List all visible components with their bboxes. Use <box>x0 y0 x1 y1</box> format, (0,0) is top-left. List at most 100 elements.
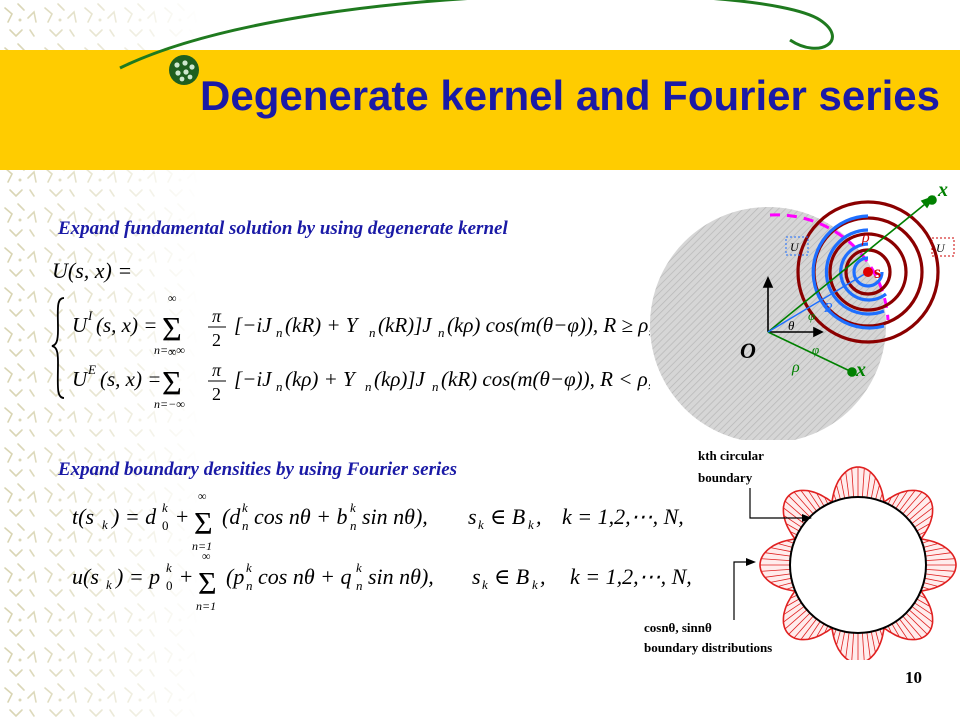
petal-hatch-line <box>783 606 805 623</box>
u-interior-eq: U I (s, x) = ∞ Σ n=−∞ π 2 [−iJ n (kR) + … <box>72 291 650 357</box>
slide-title: Degenerate kernel and Fourier series <box>200 72 940 119</box>
svg-text:n: n <box>350 518 357 533</box>
petal-hatch-line <box>816 623 825 638</box>
svg-text:E: E <box>87 362 96 377</box>
petal-hatch-line <box>783 507 805 524</box>
petal-hatch-line <box>914 602 933 615</box>
svg-text:U: U <box>72 367 89 391</box>
petal-hatch-line <box>895 621 908 640</box>
petal-hatch-line <box>923 582 939 587</box>
petal-hatch-line <box>788 495 811 518</box>
heading-degenerate-kernel: Expand fundamental solution by using deg… <box>58 218 508 239</box>
petal-hatch-line <box>786 586 794 590</box>
green-lines <box>767 195 937 377</box>
svg-text:(s, x) =: (s, x) = <box>100 367 161 391</box>
title-swoosh <box>119 0 834 85</box>
svg-text:n: n <box>438 325 445 340</box>
svg-text:k: k <box>478 517 484 532</box>
petal-hatch-line <box>800 618 817 640</box>
petal-hatch-line <box>875 630 880 646</box>
svg-text:k: k <box>482 577 488 592</box>
label-distributions-2: boundary distributions <box>644 640 772 655</box>
blue-rings <box>811 214 887 330</box>
label-u-left: U <box>790 240 800 254</box>
label-x-top: x <box>937 179 948 201</box>
petal-hatch-line <box>785 598 800 607</box>
svg-text:[−iJ: [−iJ <box>234 367 273 391</box>
svg-text:k = 1,2,⋯, N,: k = 1,2,⋯, N, <box>570 564 692 589</box>
svg-text:2: 2 <box>212 384 221 404</box>
svg-text:s: s <box>468 504 477 529</box>
u-series-eq: u(s k ) = p k 0 + ∞ Σ n=1 (p k n cos nθ … <box>72 549 692 613</box>
petal-hatch-line <box>808 490 821 509</box>
petal-hatch-line <box>785 523 800 532</box>
petal-hatch-line <box>902 615 923 639</box>
petal-hatch-line <box>789 594 798 599</box>
petal-hatch-line <box>788 612 811 635</box>
petal-hatch-line <box>891 623 900 638</box>
petal-hatch-line <box>836 630 841 646</box>
petal-hatch-line <box>925 552 952 557</box>
label-phi-bottom: φ <box>812 342 819 357</box>
svg-text:Σ: Σ <box>198 565 217 601</box>
petal-hatch-line <box>833 629 837 637</box>
t-series-eq: t(s k ) = d k 0 + ∞ Σ n=1 (d k n cos nθ … <box>72 489 684 553</box>
petal-hatch-line <box>916 598 931 607</box>
svg-text:∞: ∞ <box>168 291 177 305</box>
svg-text:∞: ∞ <box>168 345 177 359</box>
svg-text:n=−∞: n=−∞ <box>154 343 185 357</box>
svg-text:2: 2 <box>212 330 221 350</box>
petal-hatch-line <box>845 471 850 498</box>
svg-text:(kρ) + Y: (kρ) + Y <box>285 367 357 391</box>
svg-text:∞: ∞ <box>202 549 211 563</box>
petal-hatch-line <box>875 484 880 500</box>
petal-hatch-line <box>862 632 865 660</box>
petal-hatch-line <box>789 531 798 536</box>
label-phi-top: φ <box>808 308 815 323</box>
svg-text:k: k <box>528 517 534 532</box>
petal-hatch-line <box>923 543 939 548</box>
svg-text:(kρ)]J: (kρ)]J <box>374 367 427 391</box>
label-O: O <box>740 338 756 363</box>
svg-text:n=1: n=1 <box>192 539 212 553</box>
petal-hatch-line <box>895 490 908 509</box>
petal-hatch-line <box>908 609 932 630</box>
svg-text:+: + <box>180 564 192 589</box>
svg-text:Σ: Σ <box>194 505 213 541</box>
svg-text:n: n <box>369 325 376 340</box>
svg-text:n=1: n=1 <box>196 599 216 613</box>
petal-hatch-line <box>870 477 876 499</box>
svg-text:(p: (p <box>226 564 244 589</box>
svg-text:n: n <box>432 379 439 394</box>
petal-hatch-line <box>761 569 791 572</box>
petal-hatch-line <box>922 540 930 544</box>
petal-hatch-line <box>840 631 846 653</box>
petal-hatch-line <box>777 543 793 548</box>
label-kth-boundary-2: boundary <box>698 470 753 485</box>
petal-hatch-line <box>770 577 792 583</box>
svg-text:u(s: u(s <box>72 564 99 589</box>
svg-text:sin nθ),: sin nθ), <box>362 504 428 529</box>
fourier-equations: t(s k ) = d k 0 + ∞ Σ n=1 (d k n cos nθ … <box>72 489 692 613</box>
petal-hatch-line <box>824 496 829 505</box>
kernel-equations: U (s, x) = U I (s, x) = ∞ Σ n=−∞ π 2 [−iJ… <box>51 258 650 411</box>
petal-hatch-line <box>816 492 825 507</box>
petal-hatch-line <box>808 621 821 640</box>
petal-hatch-line <box>925 573 952 578</box>
petal-hatch-line <box>905 612 928 635</box>
svg-text:cos nθ + b: cos nθ + b <box>254 504 347 529</box>
petal-hatch-line <box>786 540 794 544</box>
petal-hatch-line <box>761 558 791 561</box>
petal-hatch-line <box>833 493 837 501</box>
petal-hatch-line <box>862 468 865 498</box>
svg-text:0: 0 <box>166 578 173 593</box>
petal-hatch-line <box>836 484 841 500</box>
petal-hatch-line <box>777 582 793 587</box>
petal-hatch-line <box>845 632 850 659</box>
svg-text:k: k <box>356 560 362 575</box>
petal-hatch-line <box>851 632 854 660</box>
svg-text:Σ: Σ <box>162 365 182 402</box>
petal-hatch-line <box>918 594 927 599</box>
petal-hatch-line <box>891 492 900 507</box>
svg-text:s: s <box>472 564 481 589</box>
